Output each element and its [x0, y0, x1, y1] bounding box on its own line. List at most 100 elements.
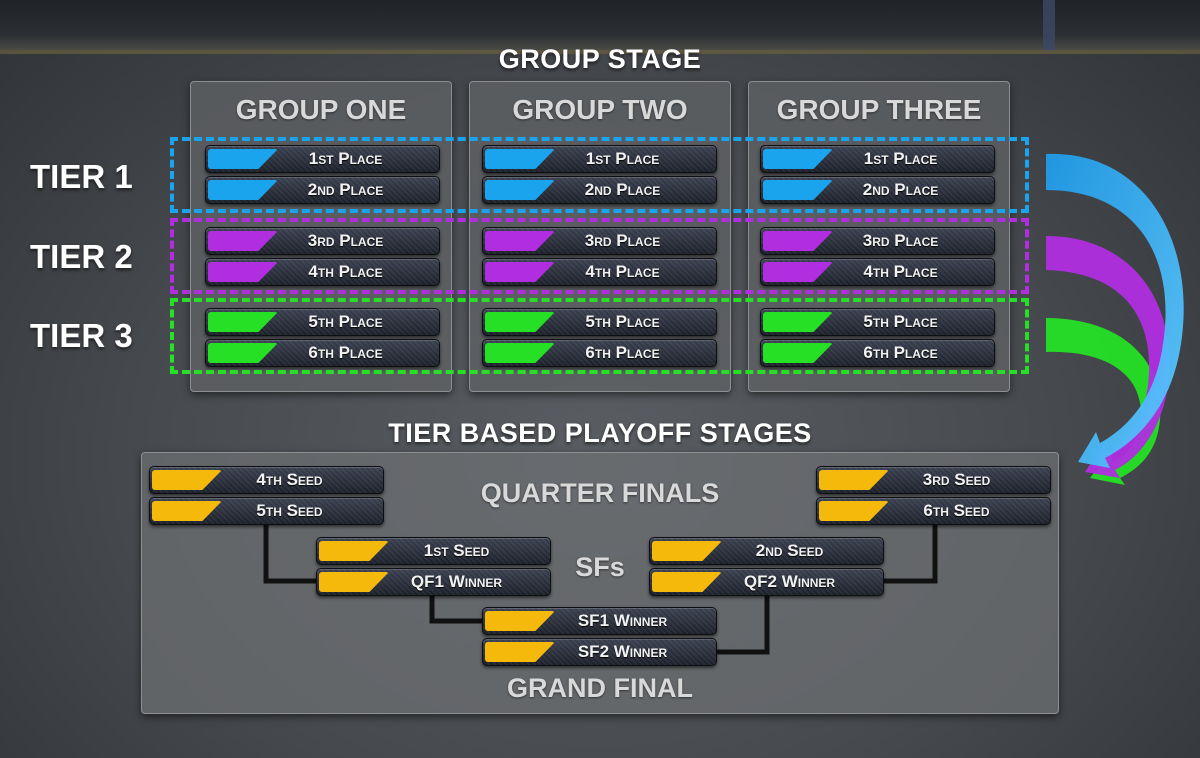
slot-label: 4th Place [863, 262, 938, 281]
rink-background [0, 0, 1200, 50]
slot-label: 6th Place [308, 343, 383, 362]
playoff-slot-qf1: 5th Seed [149, 497, 384, 525]
group-slot: 5th Place [482, 308, 717, 336]
slot-label: 5th Place [585, 312, 660, 331]
playoff-slot-final: SF1 Winner [482, 607, 717, 635]
slot-color-chip [208, 343, 278, 363]
tier-2-arrow [1046, 236, 1170, 478]
slot-color-chip [485, 231, 555, 251]
group-slot: 4th Place [760, 258, 995, 286]
sf2-connector [716, 594, 770, 655]
slot-label: 3rd Place [584, 231, 661, 250]
tier-2-label: TIER 2 [30, 238, 133, 275]
tier-2-box [170, 218, 1029, 294]
slot-label: 1st Place [308, 149, 383, 168]
slot-color-chip [763, 231, 833, 251]
group-slot: 4th Place [482, 258, 717, 286]
rink-post [1043, 0, 1055, 50]
group-slot: 1st Place [205, 145, 440, 173]
slot-label: 4th Seed [256, 470, 323, 489]
playoff-slot-final: SF2 Winner [482, 638, 717, 666]
slot-label: 6th Place [585, 343, 660, 362]
slot-label: QF2 Winner [743, 572, 836, 591]
playoff-slot-sf1: QF1 Winner [316, 568, 551, 596]
group-slot: 2nd Place [205, 176, 440, 204]
qf1-connector [263, 524, 316, 584]
slot-color-chip [763, 343, 833, 363]
group-slot: 6th Place [205, 339, 440, 367]
slot-color-chip [208, 231, 278, 251]
slot-color-chip [208, 312, 278, 332]
tier-3-arrow [1046, 318, 1161, 485]
slot-color-chip [152, 470, 222, 490]
playoff-slot-qf2: 6th Seed [816, 497, 1051, 525]
slot-color-chip [152, 501, 222, 521]
slot-color-chip [819, 470, 889, 490]
slot-color-chip [763, 180, 833, 200]
slot-label: 2nd Place [307, 180, 384, 199]
slot-color-chip [485, 180, 555, 200]
slot-color-chip [485, 343, 555, 363]
slot-label: SF2 Winner [577, 642, 668, 661]
group-title: GROUP THREE [776, 94, 982, 125]
slot-color-chip [485, 642, 555, 662]
group-slot: 2nd Place [482, 176, 717, 204]
slot-label: 2nd Place [862, 180, 939, 199]
slot-label: 4th Place [308, 262, 383, 281]
slot-label: 1st Place [585, 149, 660, 168]
slot-color-chip [485, 312, 555, 332]
slot-color-chip [485, 149, 555, 169]
slot-color-chip [208, 262, 278, 282]
slot-label: 5th Place [863, 312, 938, 331]
tier-3-label: TIER 3 [30, 317, 133, 354]
group-slot: 3rd Place [482, 227, 717, 255]
slot-color-chip [819, 501, 889, 521]
slot-color-chip [208, 149, 278, 169]
slot-label: 4th Place [585, 262, 660, 281]
group-slot: 5th Place [760, 308, 995, 336]
slot-label: 1st Seed [423, 541, 490, 560]
slot-label: 6th Seed [923, 501, 990, 520]
slot-color-chip [763, 312, 833, 332]
slot-color-chip [485, 262, 555, 282]
group-slot: 6th Place [482, 339, 717, 367]
slot-color-chip [319, 541, 389, 561]
slot-label: 3rd Seed [922, 470, 991, 489]
group-title: GROUP TWO [512, 94, 688, 125]
playoff-slot-sf1: 1st Seed [316, 537, 551, 565]
slot-label: 6th Place [863, 343, 938, 362]
slot-color-chip [208, 180, 278, 200]
slot-color-chip [652, 541, 722, 561]
tier-1-label: TIER 1 [30, 158, 133, 195]
slot-label: 2nd Seed [755, 541, 824, 560]
semi-finals-label: SFs [575, 552, 625, 582]
playoff-slot-sf2: 2nd Seed [649, 537, 884, 565]
slot-label: 3rd Place [307, 231, 384, 250]
group-slot: 1st Place [760, 145, 995, 173]
slot-color-chip [763, 262, 833, 282]
rink-line [0, 50, 1200, 54]
slot-color-chip [485, 611, 555, 631]
quarter-finals-label: QUARTER FINALS [480, 478, 720, 508]
slot-label: SF1 Winner [577, 611, 668, 630]
playoff-slot-qf1: 4th Seed [149, 466, 384, 494]
slot-color-chip [319, 572, 389, 592]
slot-label: 5th Seed [256, 501, 323, 520]
group-slot: 4th Place [205, 258, 440, 286]
slot-label: 1st Place [863, 149, 938, 168]
group-slot: 5th Place [205, 308, 440, 336]
sf1-connector [429, 594, 482, 624]
playoff-slot-sf2: QF2 Winner [649, 568, 884, 596]
slot-color-chip [763, 149, 833, 169]
playoff-slot-qf2: 3rd Seed [816, 466, 1051, 494]
tier-1-box [170, 137, 1029, 213]
slot-label: QF1 Winner [410, 572, 503, 591]
tier-3-box [170, 298, 1029, 374]
slot-color-chip [652, 572, 722, 592]
group-stage-title: GROUP STAGE [498, 44, 702, 74]
group-slot: 3rd Place [205, 227, 440, 255]
group-slot: 3rd Place [760, 227, 995, 255]
playoff-stages-title: TIER BASED PLAYOFF STAGES [388, 418, 812, 448]
